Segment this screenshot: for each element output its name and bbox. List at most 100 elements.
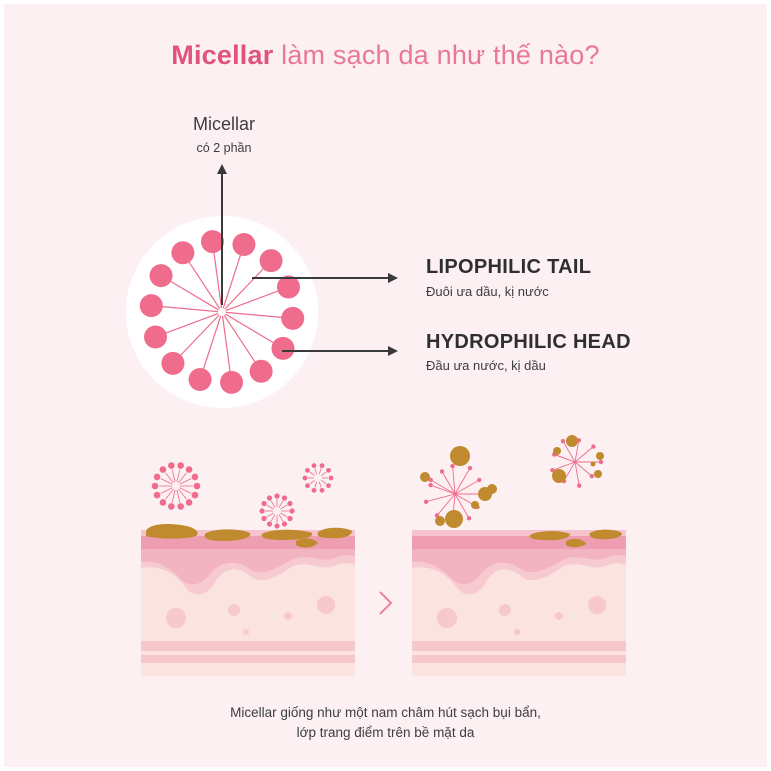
micellar-label: Micellar: [160, 114, 288, 135]
micelle-head: [160, 466, 167, 473]
micelle-head: [177, 462, 184, 469]
micelle-tail: [172, 469, 175, 482]
micelle-tail: [279, 514, 283, 521]
dirt-particle: [435, 516, 445, 526]
micelle-head: [590, 474, 594, 478]
micelle-tail: [271, 501, 275, 508]
micelle-head: [168, 462, 175, 469]
dirt-particle: [471, 501, 479, 509]
micelle-head: [154, 492, 161, 499]
hydrophilic-head-title: HYDROPHILIC HEAD: [426, 331, 631, 354]
micelle-small: [259, 493, 294, 528]
micelle-head: [305, 483, 310, 488]
dirt-particle: [596, 452, 604, 460]
micelle-head: [267, 521, 272, 526]
micelle-head: [450, 464, 454, 468]
micelle-tail: [556, 455, 575, 462]
micelle-head: [326, 483, 331, 488]
micelle-head: [282, 495, 287, 500]
micelle-head: [329, 476, 334, 481]
micelle-tail: [315, 468, 317, 474]
dirt-particle: [487, 484, 497, 494]
micelle-head: [271, 337, 294, 360]
micelle-head: [152, 483, 159, 490]
micelle-head: [186, 466, 193, 473]
micelle-tail: [177, 490, 180, 503]
micelle-head: [260, 249, 283, 272]
micelle-head: [289, 508, 294, 513]
micelle-tail: [279, 501, 283, 508]
micelle-head: [320, 463, 325, 468]
micelle-head: [220, 371, 243, 394]
dirt-particle: [445, 510, 463, 528]
micelle-head: [468, 466, 472, 470]
micelle-head: [194, 483, 201, 490]
hydrophilic-head-description: Đầu ưa nước, kị dầu: [426, 358, 546, 373]
dirt-particle: [591, 462, 596, 467]
micelle-tail: [280, 505, 287, 509]
micelle-head: [154, 474, 161, 481]
dirt-particle: [552, 469, 566, 483]
dirt-particle: [594, 470, 602, 478]
micelle-head: [561, 439, 565, 443]
micelle-head: [424, 500, 428, 504]
micelle-head: [577, 483, 581, 487]
micelle-head: [261, 516, 266, 521]
dirt-particle: [450, 446, 470, 466]
micelle-head: [177, 503, 184, 510]
micelle-with-dirt: [420, 446, 497, 528]
micelle-tail: [177, 469, 180, 482]
skin-before: [141, 524, 355, 676]
caption-line-1: Micellar giống như một nam châm hút sạch…: [0, 705, 771, 720]
lipophilic-tail-title: LIPOPHILIC TAIL: [426, 256, 591, 279]
skin-after: [412, 530, 626, 676]
micelle-head: [274, 493, 279, 498]
micellar-sublabel: có 2 phần: [160, 141, 288, 155]
micelle-tail: [428, 494, 455, 501]
micelle-head: [186, 499, 193, 506]
micelle-head: [281, 307, 304, 330]
caption-line-2: lớp trang điểm trên bề mặt da: [0, 725, 771, 740]
micelle-head: [171, 241, 194, 264]
micelle-head: [168, 503, 175, 510]
micelle-head: [312, 463, 317, 468]
micelle-small: [303, 463, 334, 493]
micelle-head: [161, 352, 184, 375]
micelle-head: [277, 276, 300, 299]
micelle-head: [440, 469, 444, 473]
micelle-head: [189, 368, 212, 391]
micelle-head: [312, 488, 317, 493]
micelle-head: [150, 264, 173, 287]
micelle-tail: [267, 513, 274, 517]
micelle-head: [201, 230, 224, 253]
micelle-tail: [315, 482, 317, 488]
micelle-tail: [310, 472, 315, 476]
micelle-head: [261, 501, 266, 506]
micelle-head: [140, 294, 163, 317]
micelle-head: [305, 468, 310, 473]
micelle-tail: [271, 514, 275, 521]
micelle-tail: [319, 468, 321, 474]
dirt-particle: [566, 435, 578, 447]
micelle-head: [599, 460, 603, 464]
micelle-head: [144, 325, 167, 348]
micelle-tail: [319, 482, 321, 488]
micelle-tail: [321, 472, 326, 476]
micelle-head: [274, 523, 279, 528]
micelle-head: [428, 483, 432, 487]
micelle-head: [250, 360, 273, 383]
micelle-head: [259, 508, 264, 513]
micelle-tail: [280, 513, 287, 517]
micelle-tail: [310, 480, 315, 484]
micelle-head: [287, 516, 292, 521]
micelle-head: [287, 501, 292, 506]
micelle-head: [282, 521, 287, 526]
micelle-head: [192, 492, 199, 499]
micelle-tail: [565, 462, 575, 479]
chevron-right-icon: [380, 592, 391, 614]
micelle-head: [303, 476, 308, 481]
micelle-small: [152, 462, 201, 510]
micelle-head: [467, 516, 471, 520]
micelle-head: [477, 478, 481, 482]
